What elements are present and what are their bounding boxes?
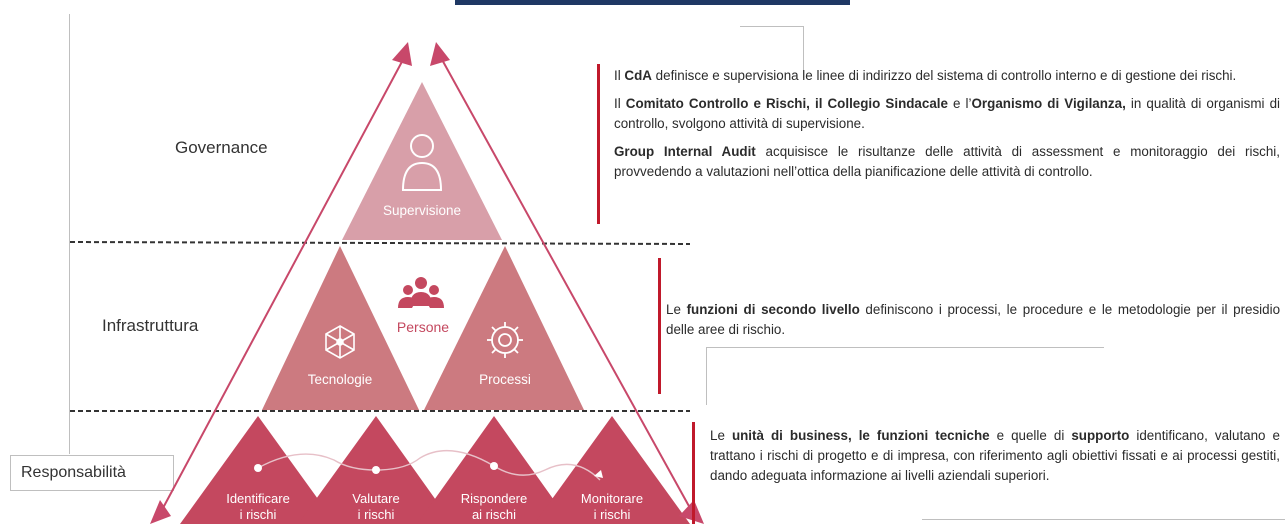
separator-dashed-top (69, 241, 691, 245)
description-responsabilita: Le unità di business, le funzioni tecnic… (710, 426, 1280, 494)
description-governance-paragraph: Il Comitato Controllo e Rischi, il Colle… (614, 96, 1280, 131)
description-infrastruttura-paragraph: Le funzioni di secondo livello definisco… (666, 302, 1281, 337)
description-infrastruttura: Le funzioni di secondo livello definisco… (666, 300, 1280, 348)
label-supervisione: Supervisione (383, 203, 461, 218)
title-underline (455, 0, 850, 5)
accent-bar-infrastruttura (658, 258, 661, 394)
triangle-supervisione (342, 82, 502, 240)
level-label-infrastruttura: Infrastruttura (102, 316, 199, 335)
label-tecnologie: Tecnologie (308, 372, 373, 387)
description-governance: Il CdA definisce e supervisiona le linee… (614, 66, 1280, 190)
connector-line-mid-h (706, 347, 1104, 348)
description-governance-paragraph: Group Internal Audit acquisisce le risul… (614, 144, 1281, 179)
description-governance-paragraph: Il CdA definisce e supervisiona le linee… (614, 68, 1237, 83)
accent-bar-governance (597, 64, 600, 224)
label-identificare-2: i rischi (240, 507, 277, 522)
arrow-trend-icon (594, 470, 603, 478)
triangle-monitorare (534, 416, 690, 524)
connector-line-top-v (803, 26, 804, 78)
people-icon (398, 277, 444, 308)
trend-line (257, 449, 601, 481)
network-icon (325, 325, 355, 359)
connector-line-bottom-h (922, 519, 1285, 520)
label-persone: Persone (397, 319, 449, 335)
connector-line-top-h (740, 26, 804, 27)
label-processi: Processi (479, 372, 531, 387)
label-rispondere-1: Rispondere (461, 491, 528, 506)
label-valutare-1: Valutare (352, 491, 399, 506)
left-border-line (69, 14, 70, 454)
accent-bar-responsabilita (692, 422, 695, 524)
level-label-responsabilita: Responsabilità (10, 455, 174, 491)
user-icon (401, 134, 443, 191)
label-monitorare-1: Monitorare (581, 491, 643, 506)
label-monitorare-2: i rischi (594, 507, 631, 522)
trend-dots (254, 462, 498, 474)
level-label-governance: Governance (175, 138, 268, 157)
label-rispondere-2: ai rischi (472, 507, 516, 522)
description-responsabilita-paragraph: Le unità di business, le funzioni tecnic… (710, 428, 1280, 483)
label-identificare-1: Identificare (226, 491, 290, 506)
connector-line-mid-v (706, 347, 707, 405)
triangle-processi (424, 246, 584, 410)
gear-icon (487, 322, 523, 358)
pyramid-arrows (150, 42, 704, 524)
label-valutare-2: i rischi (358, 507, 395, 522)
